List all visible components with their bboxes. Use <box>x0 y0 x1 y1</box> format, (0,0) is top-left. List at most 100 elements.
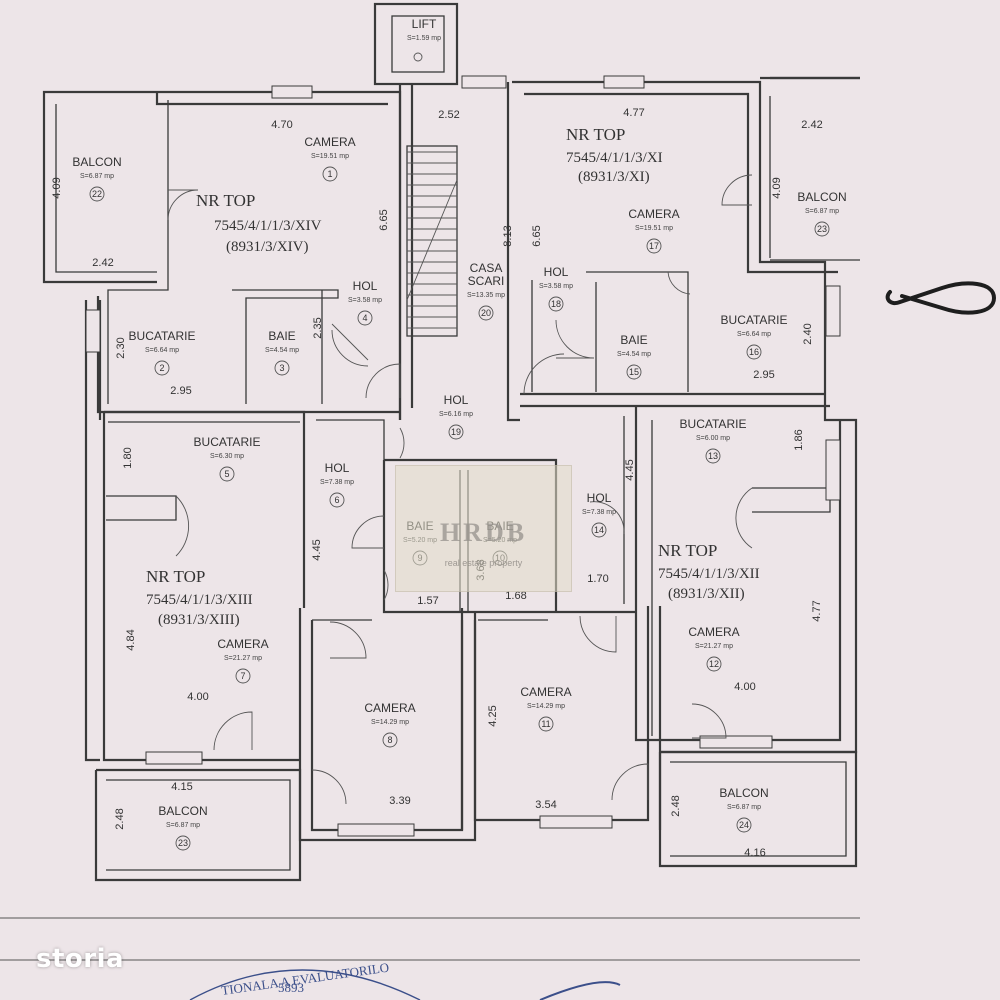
dimension-label: 1.80 <box>122 447 134 468</box>
room-number-circle <box>219 466 235 482</box>
room-name: CAMERA <box>304 135 355 149</box>
room-number: 4 <box>362 313 367 323</box>
room-number-circle <box>154 360 170 376</box>
unit-title-xii: NR TOP 7545/4/1/1/3/XII (8931/3/XII) <box>658 541 760 602</box>
room-area: S=7.38 mp <box>582 509 616 516</box>
room-area: S=6.87 mp <box>80 173 114 180</box>
room-number: 15 <box>629 367 639 377</box>
room-area: S=6.00 mp <box>696 435 730 442</box>
room-area: S=6.64 mp <box>737 331 771 338</box>
unit-title-xiii-nrtop: NR TOP <box>146 567 205 586</box>
room-number-circle <box>626 364 642 380</box>
room-number-circle <box>736 817 752 833</box>
room-name: BALCON <box>158 804 207 818</box>
unit-title-xi: NR TOP 7545/4/1/1/3/XI (8931/3/XI) <box>566 125 663 185</box>
room-number-circle <box>746 344 762 360</box>
room-number: 3 <box>279 363 284 373</box>
room-area: S=6.87 mp <box>727 804 761 811</box>
dimension-label: 2.48 <box>114 808 126 829</box>
dimension-label: 3.54 <box>535 799 556 811</box>
room-number: 8 <box>387 735 392 745</box>
storia-logo: storia <box>36 944 125 974</box>
room-name: BALCON <box>797 190 846 204</box>
room-camera: CAMERA S=14.29 mp 8 <box>364 701 416 748</box>
unit-title-xi-sub: (8931/3/XI) <box>578 169 650 185</box>
room-name: BALCON <box>719 786 768 800</box>
room-number: 13 <box>708 451 718 461</box>
unit-title-xiv-sub: (8931/3/XIV) <box>226 239 309 255</box>
room-number-circle <box>329 492 345 508</box>
dimension-label: 2.48 <box>670 795 682 816</box>
room-number: 24 <box>739 820 749 830</box>
room-name: HOL <box>444 393 469 407</box>
room-number-circle <box>357 310 373 326</box>
room-balcon: BALCON S=6.87 mp 24 <box>719 786 769 833</box>
room-area: S=21.27 mp <box>224 655 262 662</box>
room-name: CAMERA <box>688 625 739 639</box>
dimension-label: 3.39 <box>389 795 410 807</box>
room-bucatarie: BUCATARIE S=6.00 mp 13 <box>680 417 747 464</box>
dimension-label: 2.95 <box>170 385 191 397</box>
room-area: S=14.29 mp <box>371 719 409 726</box>
room-name: CAMERA <box>364 701 415 715</box>
room-number: 18 <box>551 299 561 309</box>
dimension-label: 4.00 <box>734 681 755 693</box>
dimension-label: 4.45 <box>311 539 323 560</box>
room-number-circle <box>591 522 607 538</box>
windows <box>85 75 841 837</box>
staircase <box>406 145 458 337</box>
room-number-circle <box>646 238 662 254</box>
room-number-circle <box>448 424 464 440</box>
room-name: BUCATARIE <box>680 417 747 431</box>
watermark-tagline: real estate property <box>444 558 523 568</box>
room-name: CAMERA <box>628 207 679 221</box>
unit-title-xiii-sub: (8931/3/XIII) <box>158 612 240 628</box>
room-number: 12 <box>709 659 719 669</box>
dimension-label: 2.40 <box>802 323 814 344</box>
room-number-circle <box>274 360 290 376</box>
unit-title-xi-cad: 7545/4/1/1/3/XI <box>566 150 663 166</box>
dimension-label: 2.42 <box>92 257 113 269</box>
room-area: S=19.51 mp <box>635 225 673 232</box>
room-area: S=6.16 mp <box>439 411 473 418</box>
room-name: CAMERA <box>520 685 571 699</box>
door-swings <box>167 174 753 805</box>
dimension-label: 1.70 <box>587 573 608 585</box>
dimension-label: 4.45 <box>624 459 636 480</box>
dimension-label: 4.84 <box>125 629 137 650</box>
room-area: S=21.27 mp <box>695 643 733 650</box>
unit-title-xiv-cad: 7545/4/1/1/3/XIV <box>214 218 322 234</box>
dimension-label: 1.86 <box>793 429 805 450</box>
dimension-label: 2.35 <box>312 317 324 338</box>
room-number-circle <box>478 305 494 321</box>
room-number: 5 <box>224 469 229 479</box>
dimension-label: 4.09 <box>771 177 783 198</box>
room-number-circle <box>706 656 722 672</box>
unit-title-xiii-cad: 7545/4/1/1/3/XIII <box>146 592 253 608</box>
dimension-label: 4.25 <box>487 705 499 726</box>
room-name: BAIE <box>620 333 647 347</box>
room-camera: CAMERA S=21.27 mp 12 <box>688 625 740 672</box>
room-area: S=3.58 mp <box>348 297 382 304</box>
unit-title-xi-nrtop: NR TOP <box>566 125 625 144</box>
dimension-label: 4.09 <box>51 177 63 198</box>
room-name: BAIE <box>268 329 295 343</box>
room-number: 22 <box>92 189 102 199</box>
room-number-circle <box>89 186 105 202</box>
balconies <box>42 76 860 882</box>
unit-title-xii-nrtop: NR TOP <box>658 541 717 560</box>
